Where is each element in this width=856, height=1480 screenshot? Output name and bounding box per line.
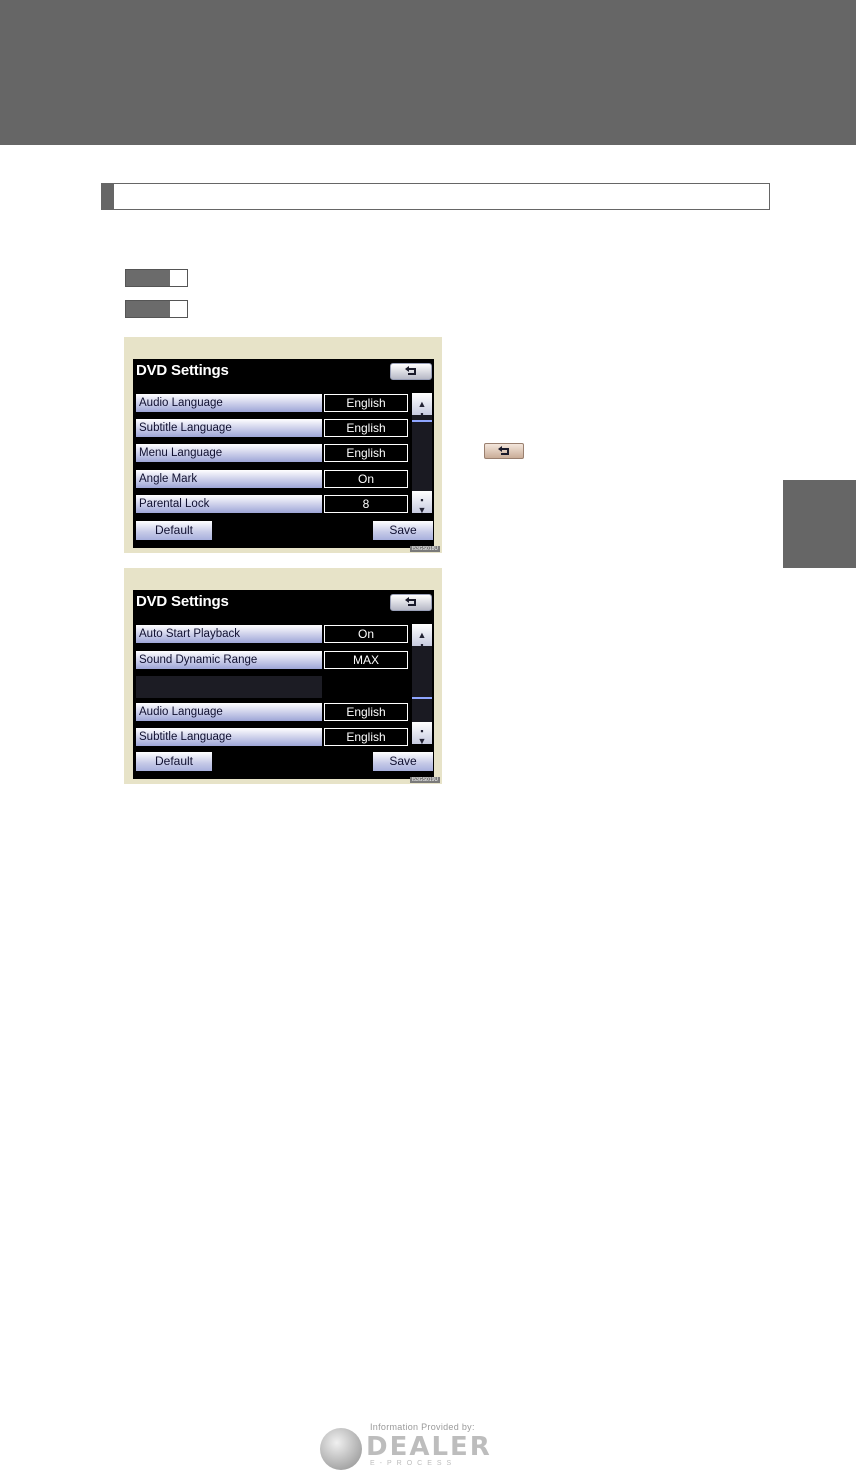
setting-row-subtitle-language[interactable]: Subtitle Language English [136, 419, 408, 437]
setting-row-auto-start-playback[interactable]: Auto Start Playback On [136, 625, 408, 643]
scroll-down-icon: ▪▼ [417, 495, 427, 515]
setting-row-menu-language[interactable]: Menu Language English [136, 444, 408, 462]
setting-label: Subtitle Language [136, 728, 322, 746]
scroll-up-button[interactable]: ▲▪ [412, 624, 432, 650]
setting-value[interactable]: On [324, 470, 408, 488]
step-indicator-2 [125, 300, 188, 318]
back-arrow-icon [405, 597, 416, 606]
dealer-eprocess-logo: Information Provided by: DEALER E-PROCES… [318, 1422, 518, 1472]
provided-by-text: Information Provided by: [370, 1422, 475, 1432]
setting-label: Subtitle Language [136, 419, 322, 437]
setting-row-audio-language[interactable]: Audio Language English [136, 703, 408, 721]
back-button[interactable] [390, 363, 432, 380]
setting-value[interactable]: English [324, 444, 408, 462]
dvd-settings-screen: DVD Settings Auto Start Playback On Soun… [133, 590, 434, 779]
step-indicator-1 [125, 269, 188, 287]
scroll-down-button[interactable]: ▪▼ [412, 491, 432, 515]
inline-back-button-image [484, 443, 524, 459]
save-button[interactable]: Save [373, 752, 433, 771]
setting-label: Audio Language [136, 703, 322, 721]
back-arrow-icon [498, 446, 509, 455]
save-button[interactable]: Save [373, 521, 433, 540]
setting-value[interactable]: English [324, 703, 408, 721]
setting-label: Audio Language [136, 394, 322, 412]
image-code: I53GS018U [409, 546, 440, 552]
scroll-up-button[interactable]: ▲▪ [412, 393, 432, 419]
setting-row-parental-lock[interactable]: Parental Lock 8 [136, 495, 408, 513]
scrollbar[interactable]: ▲▪ ▪▼ [412, 393, 432, 515]
scroll-up-icon: ▲▪ [417, 630, 427, 650]
back-button[interactable] [390, 594, 432, 611]
header-band [0, 0, 856, 145]
setting-label: Sound Dynamic Range [136, 651, 322, 669]
setting-value[interactable]: 8 [324, 495, 408, 513]
default-button[interactable]: Default [136, 752, 212, 771]
setting-value [324, 676, 408, 694]
chapter-side-tab [783, 480, 856, 568]
image-code: I53GS019U [409, 777, 440, 783]
setting-value[interactable]: English [324, 728, 408, 746]
setting-label: Angle Mark [136, 470, 322, 488]
setting-row-audio-language[interactable]: Audio Language English [136, 394, 408, 412]
setting-value[interactable]: English [324, 394, 408, 412]
default-button[interactable]: Default [136, 521, 212, 540]
section-marker [102, 184, 114, 209]
scroll-up-icon: ▲▪ [417, 399, 427, 419]
screen-title: DVD Settings [136, 362, 229, 379]
dvd-settings-screenshot-1: DVD Settings Audio Language English Subt… [124, 337, 442, 553]
back-arrow-icon [405, 366, 416, 375]
dvd-settings-screen: DVD Settings Audio Language English Subt… [133, 359, 434, 548]
brand-name: DEALER [366, 1432, 492, 1462]
globe-logo-icon [320, 1428, 362, 1470]
setting-label [136, 676, 322, 698]
setting-label: Auto Start Playback [136, 625, 322, 643]
scroll-thumb[interactable] [412, 420, 432, 422]
setting-row-empty [136, 676, 408, 698]
setting-value[interactable]: On [324, 625, 408, 643]
scrollbar[interactable]: ▲▪ ▪▼ [412, 624, 432, 746]
brand-subtitle: E-PROCESS [370, 1460, 457, 1467]
setting-value[interactable]: English [324, 419, 408, 437]
screen-title: DVD Settings [136, 593, 229, 610]
setting-row-angle-mark[interactable]: Angle Mark On [136, 470, 408, 488]
scroll-down-button[interactable]: ▪▼ [412, 722, 432, 746]
scroll-thumb[interactable] [412, 697, 432, 699]
setting-row-sound-dynamic-range[interactable]: Sound Dynamic Range MAX [136, 651, 408, 669]
scroll-down-icon: ▪▼ [417, 726, 427, 746]
setting-row-subtitle-language[interactable]: Subtitle Language English [136, 728, 408, 746]
section-title-bar [101, 183, 770, 210]
dvd-settings-screenshot-2: DVD Settings Auto Start Playback On Soun… [124, 568, 442, 784]
setting-label: Parental Lock [136, 495, 322, 513]
setting-label: Menu Language [136, 444, 322, 462]
setting-value[interactable]: MAX [324, 651, 408, 669]
